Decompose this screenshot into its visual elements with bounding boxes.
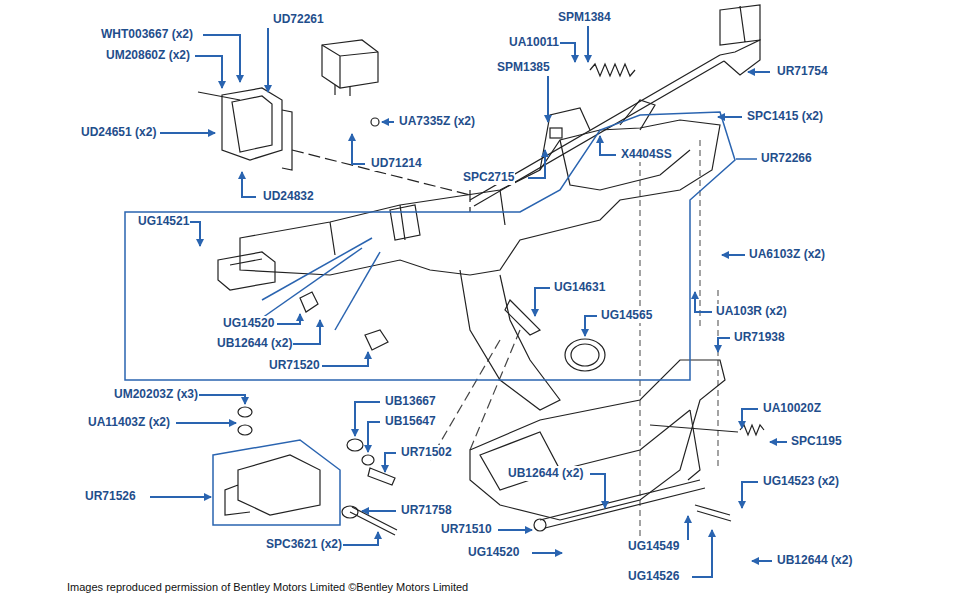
part-number: UD24651 (x2) (80, 125, 157, 140)
part-number: UG14565 (600, 308, 653, 323)
part-number: SPC1415 (x2) (746, 109, 824, 124)
part-number: UD24832 (262, 189, 315, 204)
part-number: UA10011 (508, 35, 560, 50)
part-number: UR72266 (760, 151, 813, 166)
part-number: UR71510 (440, 522, 493, 537)
part-number: UR71938 (733, 330, 786, 345)
part-number: UG14520 (467, 545, 520, 560)
part-number: UD71214 (370, 156, 423, 171)
part-number: UA6103Z (x2) (748, 247, 826, 262)
part-number: UD72261 (272, 12, 325, 27)
leader-arrow (150, 26, 787, 577)
part-number: UB12644 (x2) (507, 466, 584, 481)
part-number: UA10020Z (762, 401, 822, 416)
part-number: UG14523 (x2) (762, 474, 840, 489)
part-number: SPM1384 (557, 10, 612, 25)
copyright-caption: Images reproduced permission of Bentley … (67, 580, 468, 594)
part-number: UR71502 (400, 445, 453, 460)
part-number: UB13667 (384, 394, 437, 409)
part-number: UA7335Z (x2) (398, 114, 476, 129)
part-number: UM20860Z (x2) (105, 48, 191, 63)
part-number: UA103R (x2) (715, 304, 788, 319)
part-number: SPC2715 (462, 170, 515, 185)
part-number: UG14520 (222, 316, 275, 331)
group-bracket (125, 112, 757, 525)
part-number: WHT003667 (x2) (100, 27, 194, 42)
part-number: UR71758 (400, 503, 453, 518)
part-number: UG14526 (627, 569, 680, 584)
part-number: UR71754 (776, 64, 829, 79)
part-number: UR71526 (84, 489, 137, 504)
part-number: UG14631 (553, 280, 606, 295)
part-number: UB15647 (384, 414, 437, 429)
part-number: SPC3621 (x2) (265, 537, 343, 552)
part-number: SPM1385 (496, 60, 551, 75)
part-number: UA11403Z (x2) (87, 415, 171, 430)
part-number: X4404SS (620, 147, 673, 162)
pedal-assembly-drawing (198, 5, 764, 540)
part-number: UB12644 (x2) (216, 336, 293, 351)
part-number: UG14521 (137, 214, 190, 229)
part-number: UG14549 (627, 539, 680, 554)
part-number: UB12644 (x2) (776, 553, 853, 568)
part-number: UR71520 (268, 358, 321, 373)
part-number: SPC1195 (790, 434, 843, 449)
part-number: UM20203Z (x3) (113, 387, 199, 402)
